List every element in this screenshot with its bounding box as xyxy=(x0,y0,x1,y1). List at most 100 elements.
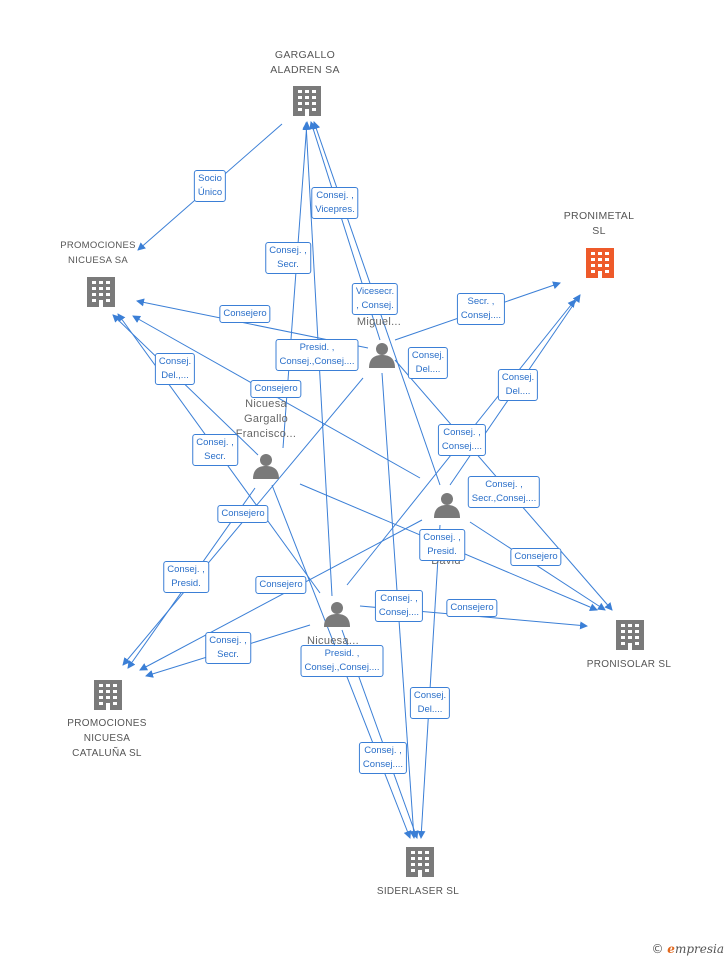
brand-logo[interactable]: © empresia xyxy=(651,942,724,956)
company-label-line: SL xyxy=(592,225,606,237)
relation-label[interactable]: Consej. ,Vicepres. xyxy=(311,187,359,219)
relation-label[interactable]: Consej. ,Secr. xyxy=(265,242,311,274)
person-label-line: Miguel... xyxy=(356,316,402,328)
company-label-pronisolar[interactable]: PRONISOLAR SL xyxy=(587,657,671,672)
relation-line: Consej. xyxy=(158,356,192,367)
company-label-line: GARGALLO xyxy=(274,49,336,61)
relation-label[interactable]: Consej. , Consej.... xyxy=(437,424,487,456)
relation-label[interactable]: Vicesecr., Consej. xyxy=(351,283,399,315)
relation-label[interactable]: Consejero xyxy=(446,599,498,617)
company-label-line: NICUESA xyxy=(83,733,131,744)
relation-line: Consejero xyxy=(259,579,303,590)
relation-label[interactable]: Consejero xyxy=(255,576,307,594)
relation-line: Consej.... xyxy=(378,607,420,618)
relation-label[interactable]: Consej. , Presid. xyxy=(163,561,209,593)
relation-label[interactable]: Secr. , Consej.... xyxy=(456,293,506,325)
company-label-pronimetal[interactable]: PRONIMETAL SL xyxy=(564,209,634,239)
relation-line: Consej. , xyxy=(485,479,523,490)
relation-line: Consej. xyxy=(411,350,445,361)
relation-line: Consej. , xyxy=(269,245,307,256)
relation-label[interactable]: Consejero xyxy=(217,505,269,523)
brand-initial: e xyxy=(667,942,675,956)
relation-line: Consej.... xyxy=(362,759,404,770)
company-label-line: PRONISOLAR SL xyxy=(586,659,672,670)
relation-line: Consejero xyxy=(514,551,558,562)
relation-line: Consejero xyxy=(254,383,298,394)
relation-label[interactable]: Consejero xyxy=(510,548,562,566)
company-label-line: PROMOCIONES xyxy=(67,718,147,729)
relation-label[interactable]: Consej. Del.,... xyxy=(154,353,196,385)
relation-line: Consej. , xyxy=(380,593,418,604)
relation-label[interactable]: Presid. ,Consej.,Consej.... xyxy=(275,339,359,371)
relation-line: Consej. , xyxy=(196,437,234,448)
building-icon[interactable] xyxy=(406,847,434,877)
relation-line: Consej. , xyxy=(209,635,247,646)
relation-line: Del.,... xyxy=(161,370,189,381)
relation-line: Secr. xyxy=(204,451,226,462)
person-label-line: Nicuesa... xyxy=(307,635,359,647)
relation-label[interactable]: Consej. Del.... xyxy=(409,687,451,719)
copyright-symbol: © xyxy=(651,942,664,956)
building-icon[interactable] xyxy=(94,680,122,710)
company-label-siderlaser[interactable]: SIDERLASER SL xyxy=(377,884,459,899)
relation-line: Presid. xyxy=(427,546,457,557)
edge-david-siderlaser xyxy=(417,524,441,839)
relation-line: Consej. xyxy=(413,690,447,701)
person-icon[interactable] xyxy=(324,602,350,627)
relation-label[interactable]: Consej. , Secr. xyxy=(192,434,238,466)
relation-label[interactable]: Consej. ,Consej.... xyxy=(358,742,408,774)
person-icon[interactable] xyxy=(253,454,279,479)
relation-line: Consej. xyxy=(501,372,535,383)
relation-line: Consej. , xyxy=(167,564,205,575)
relation-line: Consejero xyxy=(221,508,265,519)
company-label-line: NICUESA SA xyxy=(67,255,129,266)
relation-line: Presid. xyxy=(171,578,201,589)
relation-line: Consej. , xyxy=(443,427,481,438)
relation-line: Consej. , xyxy=(423,532,461,543)
relation-line: Del.... xyxy=(505,386,531,397)
edge-francisco-promnicuesa xyxy=(112,314,259,456)
relation-line: Del.... xyxy=(415,364,441,375)
relation-line: Consejero xyxy=(223,308,267,319)
person-icon[interactable] xyxy=(369,343,395,368)
building-icon[interactable] xyxy=(87,277,115,307)
company-label-line: ALADREN SA xyxy=(270,64,340,76)
brand-name: mpresia xyxy=(674,942,724,956)
relation-line: Presid. , xyxy=(299,342,335,353)
relation-label[interactable]: Consej. , Presid. xyxy=(419,529,465,561)
building-icon[interactable] xyxy=(586,248,614,278)
relation-label[interactable]: Presid. , Consej.,Consej.... xyxy=(300,645,384,677)
relation-line: Secr.,Consej.... xyxy=(471,493,537,504)
relation-line: Del.... xyxy=(417,704,443,715)
person-label-line: Gargallo xyxy=(244,413,288,425)
company-label-prom-nicuesa[interactable]: PROMOCIONES NICUESA SA xyxy=(60,238,136,268)
relation-line: Consej.... xyxy=(460,310,502,321)
relation-label[interactable]: Consejero xyxy=(250,380,302,398)
company-label-line: SIDERLASER SL xyxy=(376,886,460,897)
edge-david-promcataluna xyxy=(139,519,423,671)
relation-line: Secr. xyxy=(217,649,239,660)
person-icon[interactable] xyxy=(434,493,460,518)
building-icon[interactable] xyxy=(293,86,321,116)
relation-line: Presid. , xyxy=(324,648,360,659)
building-icon[interactable] xyxy=(616,620,644,650)
relation-line: Consej.,Consej.... xyxy=(304,662,380,673)
relation-line: Secr. , xyxy=(467,296,495,307)
relation-label[interactable]: Consej. , Secr.,Consej.... xyxy=(467,476,541,508)
relation-label[interactable]: Consej. Del.... xyxy=(407,347,449,379)
company-label-prom-cataluna[interactable]: PROMOCIONES NICUESA CATALUÑA SL xyxy=(67,716,146,761)
relation-line: Consej.... xyxy=(441,441,483,452)
company-label-line: PRONIMETAL xyxy=(563,210,635,222)
person-label-francisco[interactable]: Nicuesa Gargallo Francisco... xyxy=(236,397,296,442)
company-label-gargallo[interactable]: GARGALLO ALADREN SA xyxy=(270,48,340,78)
relation-label[interactable]: Consej. , Secr. xyxy=(205,632,251,664)
person-label-miguel[interactable]: Miguel... xyxy=(357,315,401,330)
company-label-line: CATALUÑA SL xyxy=(72,748,142,759)
person-label-line: Francisco... xyxy=(235,428,297,440)
company-label-line: PROMOCIONES xyxy=(60,240,136,251)
person-label-nicuesa[interactable]: Nicuesa... xyxy=(307,634,359,649)
relation-label[interactable]: Consej. , Consej.... xyxy=(374,590,424,622)
relation-label[interactable]: Consejero xyxy=(219,305,271,323)
relation-label[interactable]: Consej. Del.... xyxy=(497,369,539,401)
